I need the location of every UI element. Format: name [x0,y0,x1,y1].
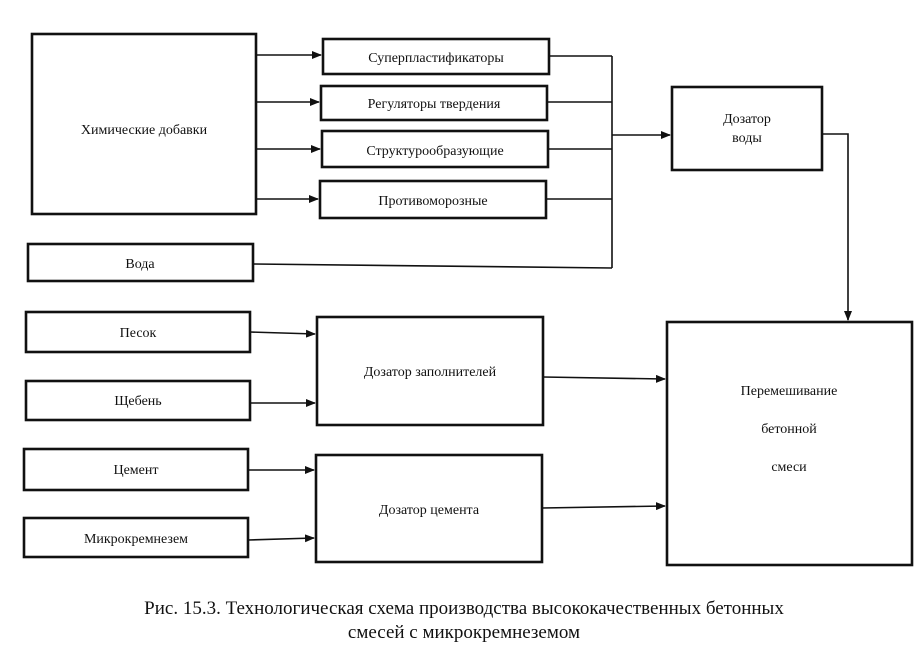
arrow-sand-to-aggregate [249,329,316,338]
figure-caption-line1: Рис. 15.3. Технологическая схема произво… [144,598,784,619]
node-sand: Песок [24,310,252,354]
node-antifreeze: Противоморозные [318,179,548,220]
node-label: Дозатор цемента [379,503,480,518]
node-water-dosing: Дозатор воды [670,85,824,172]
node-label-line3: смеси [771,460,807,475]
node-label-line2: бетонной [761,422,817,437]
node-label: Вода [125,257,155,272]
node-aggregate-dosing: Дозатор заполнителей [315,315,545,427]
node-label: Микрокремнезем [84,532,188,547]
arrow-cement-dosing-to-mixing [541,502,666,511]
arrow-aggregate-to-mixing [542,374,666,383]
node-label: Щебень [114,394,161,409]
node-water: Вода [26,242,255,283]
node-label-line1: Перемешивание [741,384,838,399]
node-structure-forming: Структурообразующие [320,129,550,169]
node-label: Цемент [113,463,158,478]
node-label: Песок [120,326,157,341]
arrow-water-dosing-to-mixing [822,133,852,321]
node-label: Химические добавки [81,123,208,138]
node-label: Регуляторы твердения [368,97,501,112]
node-microsilica: Микрокремнезем [22,516,250,559]
node-concrete-mixing: Перемешивание бетонной смеси [665,320,914,567]
node-label: Структурообразующие [366,144,503,159]
node-cement: Цемент [22,447,250,492]
node-hardening-regulators: Регуляторы твердения [319,84,549,122]
node-label: Дозатор заполнителей [364,365,497,380]
node-gravel: Щебень [24,379,252,422]
node-superplasticizers: Суперпластификаторы [321,37,551,76]
figure-caption-line2: смесей с микрокремнеземом [348,622,580,643]
node-label: Суперпластификаторы [368,51,504,66]
node-cement-dosing: Дозатор цемента [314,453,544,564]
node-label: Противоморозные [378,194,487,209]
line-water-out [252,263,613,269]
arrow-microsilica-to-dosing [247,534,315,543]
node-chemical-additives: Химические добавки [30,32,258,216]
node-label-line2: воды [732,131,762,146]
node-label-line1: Дозатор [723,112,771,127]
